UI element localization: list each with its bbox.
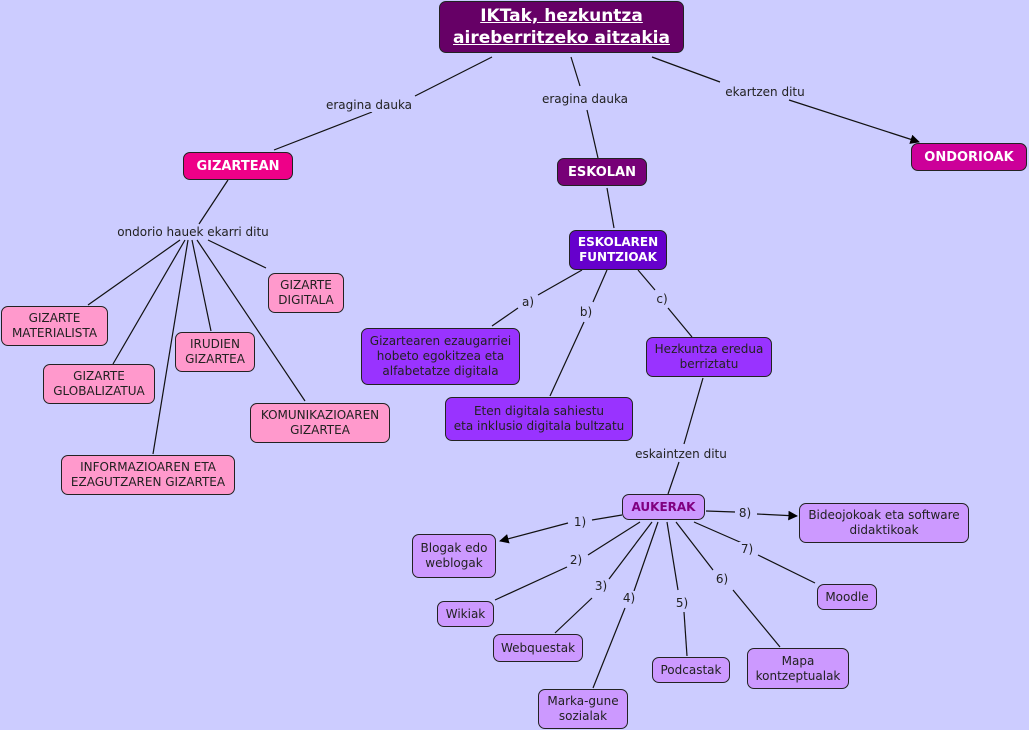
concept-irudien-gizartea[interactable]: IRUDIEN GIZARTEA — [175, 332, 255, 372]
link-label-b: b) — [577, 305, 595, 319]
option-moodle[interactable]: Moodle — [817, 584, 877, 610]
link-label-7: 7) — [738, 542, 756, 556]
link-label-4: 4) — [620, 591, 638, 605]
link-label-ekartzen-ditu: ekartzen ditu — [723, 85, 807, 99]
concept-function-c[interactable]: Hezkuntza eredua berriztatu — [646, 337, 772, 377]
concept-informazioaren-gizartea[interactable]: INFORMAZIOAREN ETA EZAGUTZAREN GIZARTEA — [61, 455, 235, 495]
concept-function-b[interactable]: Eten digitala sahiestu eta inklusio digi… — [445, 397, 633, 441]
option-bideojokoak[interactable]: Bideojokoak eta software didaktikoak — [799, 503, 969, 543]
concept-gizarte-globalizatua[interactable]: GIZARTE GLOBALIZATUA — [43, 364, 155, 404]
option-mapa-kontzeptualak[interactable]: Mapa kontzeptualak — [747, 648, 849, 689]
concept-eskolan[interactable]: ESKOLAN — [557, 158, 647, 186]
link-label-2: 2) — [567, 553, 585, 567]
link-label-3: 3) — [592, 579, 610, 593]
link-label-a: a) — [519, 295, 537, 309]
option-webquestak[interactable]: Webquestak — [493, 634, 583, 662]
link-label-ondorio-hauek: ondorio hauek ekarri ditu — [115, 225, 271, 239]
concept-function-a[interactable]: Gizartearen ezaugarriei hobeto egokitzea… — [361, 328, 520, 385]
link-label-c: c) — [654, 292, 670, 306]
concept-gizartean[interactable]: GIZARTEAN — [183, 152, 293, 180]
concept-aukerak[interactable]: AUKERAK — [622, 494, 705, 520]
option-podcastak[interactable]: Podcastak — [652, 657, 730, 683]
link-label-eragina-dauka-eskolan: eragina dauka — [539, 92, 631, 106]
concept-eskolaren-funtzioak[interactable]: ESKOLAREN FUNTZIOAK — [569, 230, 667, 270]
root-concept-title[interactable]: IKTak, hezkuntza aireberritzeko aitzakia — [439, 1, 684, 53]
concept-komunikazioaren-gizartea[interactable]: KOMUNIKAZIOAREN GIZARTEA — [250, 403, 390, 443]
link-label-eskaintzen-ditu: eskaintzen ditu — [633, 447, 729, 461]
link-label-eragina-dauka-gizartean: eragina dauka — [323, 98, 415, 112]
option-blogak[interactable]: Blogak edo weblogak — [412, 534, 496, 578]
link-label-5: 5) — [673, 596, 691, 610]
link-label-8: 8) — [736, 506, 754, 520]
concept-gizarte-digitala[interactable]: GIZARTE DIGITALA — [268, 273, 344, 313]
option-wikiak[interactable]: Wikiak — [437, 601, 494, 627]
option-marka-gune-sozialak[interactable]: Marka-gune sozialak — [538, 689, 628, 729]
link-label-1: 1) — [571, 515, 589, 529]
link-label-6: 6) — [713, 572, 731, 586]
concept-gizarte-materialista[interactable]: GIZARTE MATERIALISTA — [1, 306, 108, 346]
concept-ondorioak[interactable]: ONDORIOAK — [911, 143, 1027, 171]
